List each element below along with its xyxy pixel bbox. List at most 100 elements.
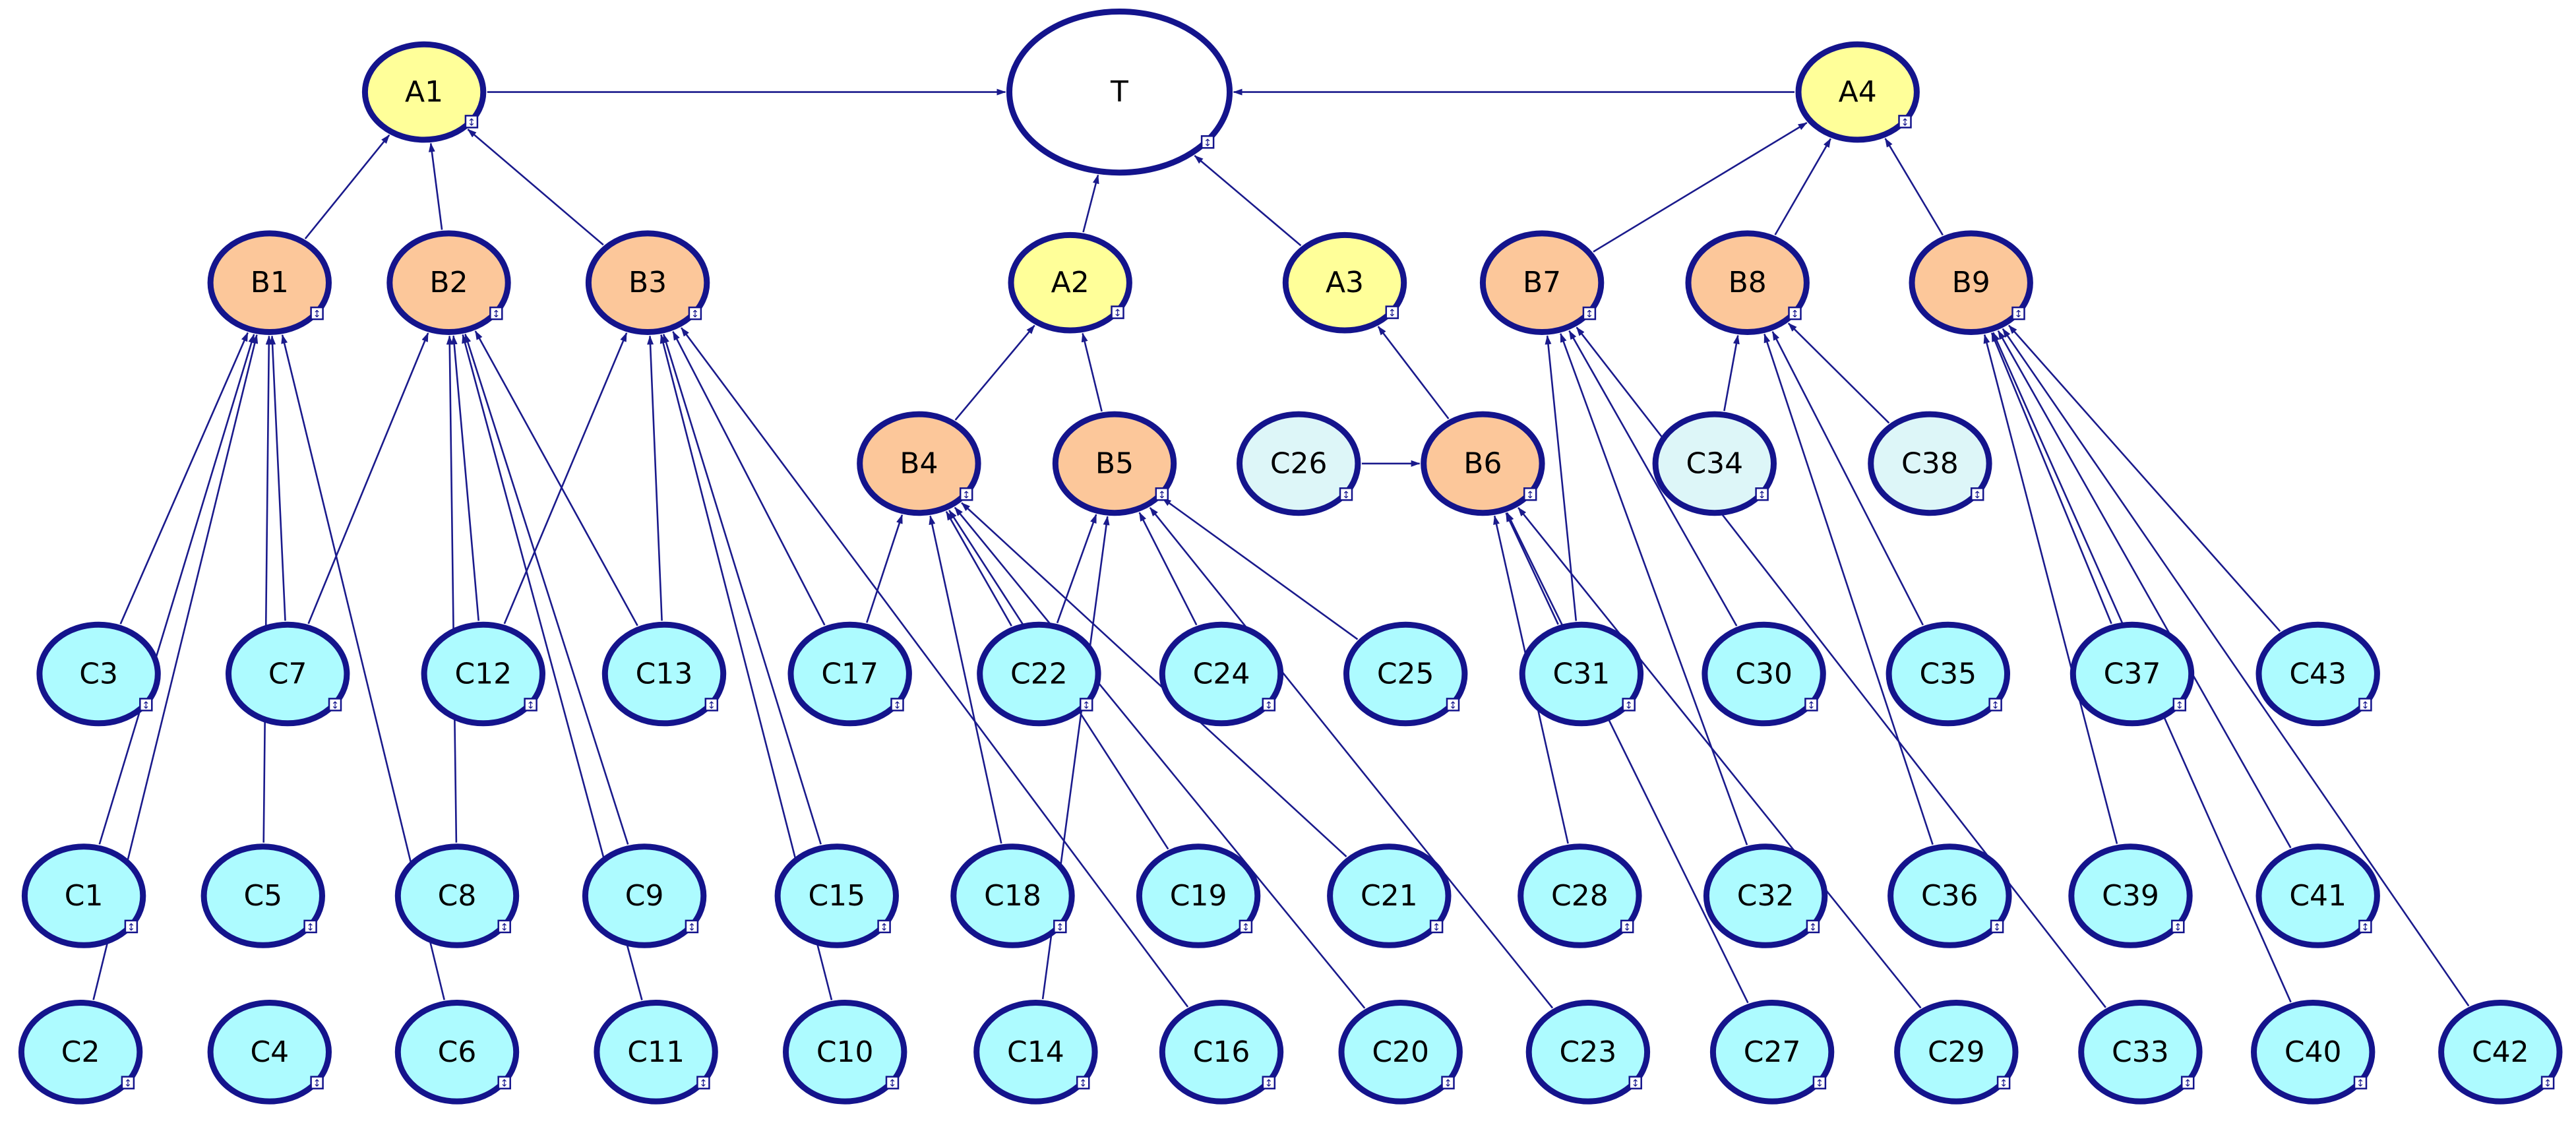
- node-c18[interactable]: C18↕: [950, 843, 1075, 948]
- expand-marker-icon[interactable]: ↕: [1339, 487, 1353, 501]
- expand-marker-icon[interactable]: ↕: [2358, 698, 2372, 712]
- expand-marker-icon[interactable]: ↕: [464, 115, 479, 129]
- expand-marker-icon[interactable]: ↕: [1523, 487, 1537, 501]
- expand-marker-icon[interactable]: ↕: [310, 306, 324, 320]
- expand-marker-icon[interactable]: ↕: [1628, 1076, 1642, 1089]
- node-c33[interactable]: C33↕: [2078, 1000, 2203, 1105]
- node-t[interactable]: T↕: [1006, 9, 1233, 176]
- expand-marker-icon[interactable]: ↕: [121, 1076, 135, 1089]
- expand-marker-icon[interactable]: ↕: [489, 306, 503, 320]
- expand-marker-icon[interactable]: ↕: [688, 306, 702, 320]
- expand-marker-icon[interactable]: ↕: [2353, 1076, 2368, 1089]
- node-c10[interactable]: C10↕: [783, 1000, 907, 1105]
- node-c9[interactable]: C9↕: [582, 843, 707, 948]
- node-c37[interactable]: C37↕: [2070, 621, 2195, 727]
- node-c26[interactable]: C26↕: [1237, 411, 1361, 516]
- node-c21[interactable]: C21↕: [1327, 843, 1452, 948]
- node-b1[interactable]: B1↕: [207, 230, 332, 336]
- node-c30[interactable]: C30↕: [1702, 621, 1826, 727]
- node-c1[interactable]: C1↕: [21, 843, 146, 948]
- node-c14[interactable]: C14↕: [973, 1000, 1098, 1105]
- node-b4[interactable]: B4↕: [857, 411, 981, 516]
- node-c2[interactable]: C2↕: [18, 1000, 143, 1105]
- expand-marker-icon[interactable]: ↕: [1996, 1076, 2011, 1089]
- expand-marker-icon[interactable]: ↕: [1200, 135, 1215, 149]
- node-b2[interactable]: B2↕: [386, 230, 511, 336]
- node-c35[interactable]: C35↕: [1886, 621, 2011, 727]
- expand-marker-icon[interactable]: ↕: [1441, 1076, 1455, 1089]
- expand-marker-icon[interactable]: ↕: [1804, 698, 1818, 712]
- node-c7[interactable]: C7↕: [226, 621, 350, 727]
- expand-marker-icon[interactable]: ↕: [1262, 698, 1276, 712]
- node-c25[interactable]: C25↕: [1343, 621, 1468, 727]
- node-a1[interactable]: A1↕: [361, 41, 487, 143]
- node-b5[interactable]: B5↕: [1052, 411, 1177, 516]
- expand-marker-icon[interactable]: ↕: [1788, 306, 1802, 320]
- expand-marker-icon[interactable]: ↕: [1239, 919, 1253, 934]
- node-c23[interactable]: C23↕: [1525, 1000, 1651, 1105]
- node-c34[interactable]: C34↕: [1652, 411, 1777, 516]
- expand-marker-icon[interactable]: ↕: [328, 698, 342, 712]
- expand-marker-icon[interactable]: ↕: [2011, 306, 2025, 320]
- node-b3[interactable]: B3↕: [585, 230, 710, 336]
- expand-marker-icon[interactable]: ↕: [1988, 698, 2002, 712]
- node-c12[interactable]: C12↕: [421, 621, 545, 727]
- expand-marker-icon[interactable]: ↕: [524, 698, 537, 712]
- node-a4[interactable]: A4↕: [1795, 41, 1920, 143]
- node-c4[interactable]: C4↕: [207, 1000, 332, 1105]
- expand-marker-icon[interactable]: ↕: [1053, 919, 1067, 934]
- node-c36[interactable]: C36↕: [1887, 843, 2012, 948]
- node-c8[interactable]: C8↕: [394, 843, 520, 948]
- expand-marker-icon[interactable]: ↕: [1262, 1076, 1276, 1089]
- expand-marker-icon[interactable]: ↕: [1429, 919, 1444, 934]
- expand-marker-icon[interactable]: ↕: [139, 698, 153, 712]
- expand-marker-icon[interactable]: ↕: [1155, 487, 1169, 501]
- expand-marker-icon[interactable]: ↕: [1076, 1076, 1090, 1089]
- expand-marker-icon[interactable]: ↕: [1806, 919, 1820, 934]
- node-c40[interactable]: C40↕: [2251, 1000, 2376, 1105]
- node-c42[interactable]: C42↕: [2438, 1000, 2563, 1105]
- expand-marker-icon[interactable]: ↕: [2172, 698, 2187, 712]
- node-c15[interactable]: C15↕: [774, 843, 900, 948]
- expand-marker-icon[interactable]: ↕: [685, 919, 699, 934]
- expand-marker-icon[interactable]: ↕: [877, 919, 891, 934]
- expand-marker-icon[interactable]: ↕: [1111, 305, 1124, 319]
- expand-marker-icon[interactable]: ↕: [1970, 487, 1984, 501]
- node-c28[interactable]: C28↕: [1518, 843, 1642, 948]
- node-b8[interactable]: B8↕: [1685, 230, 1810, 336]
- expand-marker-icon[interactable]: ↕: [1755, 487, 1769, 501]
- node-c43[interactable]: C43↕: [2255, 621, 2380, 727]
- node-c38[interactable]: C38↕: [1868, 411, 1992, 516]
- expand-marker-icon[interactable]: ↕: [2171, 919, 2185, 934]
- expand-marker-icon[interactable]: ↕: [303, 919, 317, 934]
- node-c20[interactable]: C20↕: [1338, 1000, 1463, 1105]
- expand-marker-icon[interactable]: ↕: [885, 1076, 900, 1089]
- node-c3[interactable]: C3↕: [36, 621, 161, 727]
- node-a3[interactable]: A3↕: [1282, 231, 1407, 334]
- node-c16[interactable]: C16↕: [1159, 1000, 1284, 1105]
- expand-marker-icon[interactable]: ↕: [1582, 306, 1597, 320]
- expand-marker-icon[interactable]: ↕: [1446, 698, 1460, 712]
- node-c22[interactable]: C22↕: [977, 621, 1101, 727]
- node-c27[interactable]: C27↕: [1709, 1000, 1835, 1105]
- node-b7[interactable]: B7↕: [1479, 230, 1605, 336]
- expand-marker-icon[interactable]: ↕: [2540, 1076, 2555, 1089]
- expand-marker-icon[interactable]: ↕: [1079, 698, 1093, 712]
- node-c41[interactable]: C41↕: [2255, 843, 2380, 948]
- node-c19[interactable]: C19↕: [1136, 843, 1261, 948]
- node-c29[interactable]: C29↕: [1894, 1000, 2019, 1105]
- expand-marker-icon[interactable]: ↕: [959, 487, 973, 501]
- expand-marker-icon[interactable]: ↕: [1385, 305, 1399, 319]
- expand-marker-icon[interactable]: ↕: [2358, 919, 2372, 934]
- node-c32[interactable]: C32↕: [1703, 843, 1828, 948]
- expand-marker-icon[interactable]: ↕: [124, 919, 138, 934]
- expand-marker-icon[interactable]: ↕: [1898, 115, 1912, 129]
- expand-marker-icon[interactable]: ↕: [1620, 919, 1634, 934]
- node-c11[interactable]: C11↕: [594, 1000, 718, 1105]
- node-c6[interactable]: C6↕: [394, 1000, 520, 1105]
- node-c5[interactable]: C5↕: [200, 843, 325, 948]
- expand-marker-icon[interactable]: ↕: [1622, 698, 1636, 712]
- node-c24[interactable]: C24↕: [1159, 621, 1284, 727]
- expand-marker-icon[interactable]: ↕: [704, 698, 719, 712]
- expand-marker-icon[interactable]: ↕: [1812, 1076, 1827, 1089]
